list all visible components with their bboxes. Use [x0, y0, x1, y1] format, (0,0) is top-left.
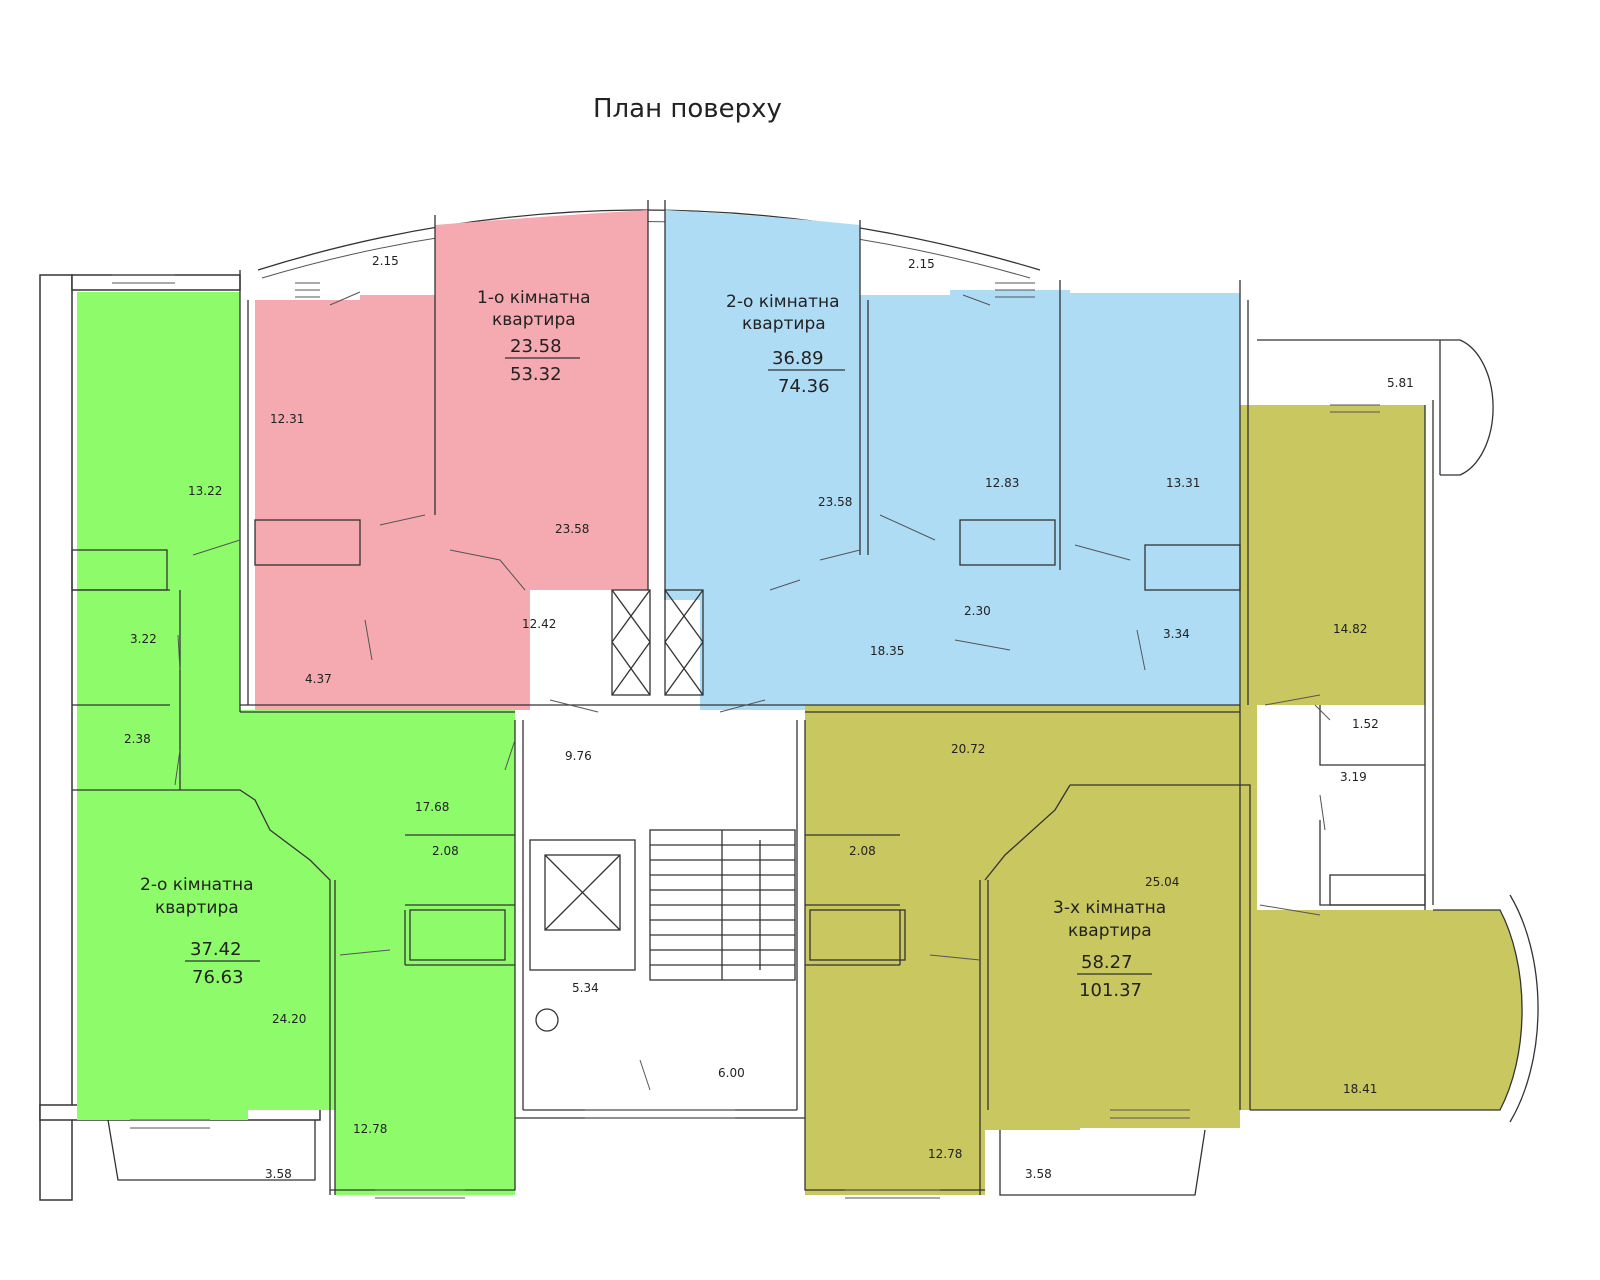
area-stair-lobby: 6.00	[718, 1066, 745, 1080]
vent-shafts	[611, 589, 704, 696]
area-pink-room: 12.31	[270, 412, 304, 426]
door-swings	[174, 291, 1331, 1091]
one-room-total: 53.32	[510, 364, 562, 385]
two-room-top-living: 36.89	[772, 348, 824, 369]
apartment-label-three-room: 3-х кімнатна квартира 58.27 101.37	[1053, 898, 1166, 1001]
area-pink-bath: 4.37	[305, 672, 332, 686]
area-olive-kitchen: 14.82	[1333, 622, 1367, 636]
area-balcony-top-right: 2.15	[908, 257, 935, 271]
area-blue-bedroom: 13.31	[1166, 476, 1200, 490]
two-room-left-living: 37.42	[190, 939, 242, 960]
shaft-circle-icon	[535, 1008, 559, 1032]
area-green-bedroom: 12.78	[353, 1122, 387, 1136]
apartment-label-two-room-left: 2-о кімнатна квартира 37.42 76.63	[140, 875, 260, 988]
area-olive-hall: 20.72	[951, 742, 985, 756]
area-olive-balcony-bottom: 3.58	[1025, 1167, 1052, 1181]
two-room-left-total: 76.63	[192, 967, 244, 988]
olive-apartment	[805, 405, 1523, 1195]
area-olive-bath: 3.19	[1340, 770, 1367, 784]
fixtures	[71, 519, 1426, 961]
area-blue-wc: 2.30	[964, 604, 991, 618]
top-arc	[257, 209, 1041, 271]
area-blue-hall: 18.35	[870, 644, 904, 658]
area-olive-room: 12.78	[928, 1147, 962, 1161]
area-balcony-top-left: 2.15	[372, 254, 399, 268]
two-room-top-total: 74.36	[778, 376, 830, 397]
area-green-bath: 3.22	[130, 632, 157, 646]
area-green-living: 24.20	[272, 1012, 306, 1026]
area-blue-living: 23.58	[818, 495, 852, 509]
area-green-store: 2.08	[432, 844, 459, 858]
room-area-labels: 2.15 2.15 12.31 23.58 12.42 4.37 23.58 1…	[124, 254, 1414, 1181]
area-lift-lobby: 5.34	[572, 981, 599, 995]
area-olive-store: 2.08	[849, 844, 876, 858]
windows	[112, 274, 1380, 1199]
two-room-top-line1: 2-о кімнатна	[726, 292, 840, 312]
one-room-line2: квартира	[492, 310, 576, 330]
three-room-total: 101.37	[1079, 980, 1142, 1001]
one-room-line1: 1-о кімнатна	[477, 288, 591, 308]
elevator-shaft	[529, 839, 636, 971]
apartment-label-two-room-top: 2-о кімнатна квартира 36.89 74.36	[726, 292, 845, 397]
area-olive-wc: 1.52	[1352, 717, 1379, 731]
area-green-hall: 17.68	[415, 800, 449, 814]
two-room-top-line2: квартира	[742, 314, 826, 334]
apartment-label-one-room: 1-о кімнатна квартира 23.58 53.32	[477, 288, 591, 385]
stair-core	[515, 710, 805, 1110]
area-blue-bath: 3.34	[1163, 627, 1190, 641]
area-green-balcony: 3.58	[265, 1167, 292, 1181]
area-olive-balcony: 5.81	[1387, 376, 1414, 390]
three-room-living: 58.27	[1081, 952, 1133, 973]
area-pink-living: 23.58	[555, 522, 589, 536]
area-green-kitchen: 13.22	[188, 484, 222, 498]
area-stair-hall: 9.76	[565, 749, 592, 763]
three-room-line2: квартира	[1068, 921, 1152, 941]
plan-title: План поверху	[593, 94, 782, 124]
green-apartment	[77, 292, 515, 1195]
area-blue-kitchen: 12.83	[985, 476, 1019, 490]
three-room-line1: 3-х кімнатна	[1053, 898, 1166, 918]
two-room-left-line2: квартира	[155, 898, 239, 918]
area-olive-living: 25.04	[1145, 875, 1179, 889]
one-room-living: 23.58	[510, 336, 562, 357]
area-pink-hall: 12.42	[522, 617, 556, 631]
two-room-left-line1: 2-о кімнатна	[140, 875, 254, 895]
pink-apartment	[255, 210, 648, 710]
blue-apartment	[665, 210, 1240, 710]
stair-flights	[649, 829, 796, 981]
area-green-wc: 2.38	[124, 732, 151, 746]
area-olive-bedroom: 18.41	[1343, 1082, 1377, 1096]
